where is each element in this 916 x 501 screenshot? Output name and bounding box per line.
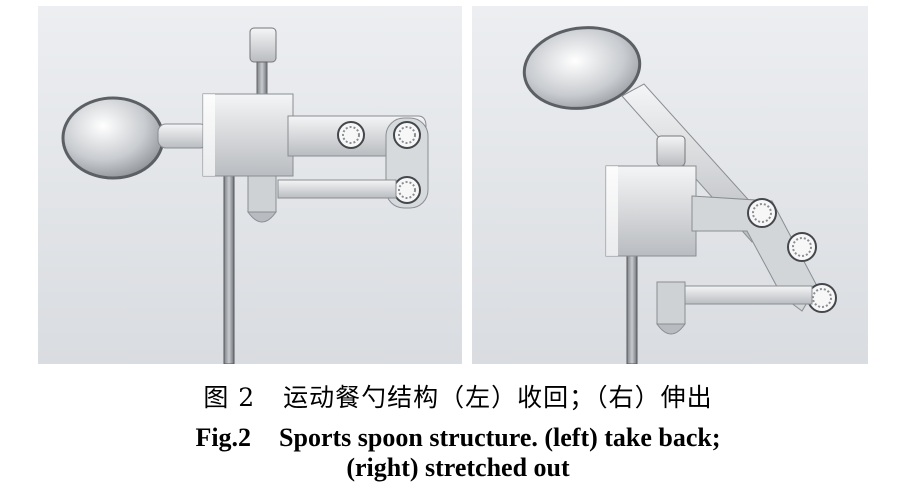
caption-cn-label: 图 2: [203, 383, 256, 412]
spoon-extended-drawing: [522, 26, 837, 364]
figure-caption-english-line1: Fig.2 Sports spoon structure. (left) take…: [0, 423, 916, 453]
caption-en-text-line2: (right) stretched out: [346, 453, 570, 482]
spoon-retracted-drawing: [61, 27, 429, 364]
spoon-retracted-image: [38, 6, 462, 364]
figure-caption-chinese: 图 2 运动餐勺结构（左）收回；（右）伸出: [0, 383, 916, 413]
caption-en-label: Fig.2: [195, 423, 252, 452]
figure-caption-english-line2: (right) stretched out: [0, 453, 916, 483]
spoon-extended-image: [472, 6, 868, 364]
caption-en-text-line1: Sports spoon structure. (left) take back…: [279, 423, 721, 452]
caption-cn-text: 运动餐勺结构（左）收回；（右）伸出: [283, 383, 713, 412]
